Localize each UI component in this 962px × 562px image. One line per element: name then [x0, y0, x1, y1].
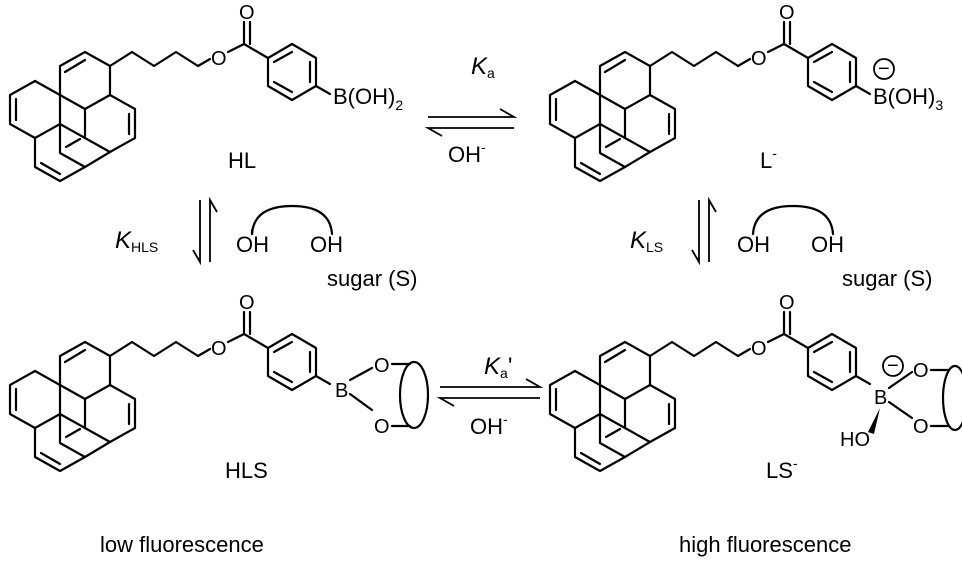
ester-oxygen: O — [211, 338, 227, 360]
ring-oxygen-top: O — [374, 355, 390, 377]
oh-label-bottom: OH- — [470, 411, 508, 439]
kls-label: KLS — [630, 227, 663, 255]
ring-oxygen-top: O — [913, 360, 929, 382]
sugar-oh-left: OH — [236, 232, 269, 257]
ester-oxygen: O — [751, 338, 767, 360]
hydroxyl-ho: HO — [840, 429, 870, 451]
molecule-hls: O O — [8, 292, 332, 473]
sugar-oh-right: OH — [310, 232, 343, 257]
sugar-ring-arc — [250, 204, 334, 236]
negative-charge-circle — [882, 355, 904, 377]
sugar-label-left: sugar (S) — [327, 266, 417, 291]
boronate-group: B(OH)3 — [873, 84, 943, 113]
wedge-bond — [868, 408, 880, 434]
carbonyl-oxygen: O — [239, 2, 255, 24]
boron-atom-hls: B — [335, 380, 348, 402]
caption-high-fluorescence: high fluorescence — [679, 532, 851, 557]
ka-prime-label: Ka' — [484, 353, 512, 381]
oh-label-top: OH- — [448, 139, 486, 167]
equilibrium-kls: KLS OH OH sugar (S) — [630, 196, 932, 291]
ester-oxygen: O — [751, 48, 767, 70]
ester-oxygen: O — [211, 48, 227, 70]
sugar-oh-right: OH — [811, 232, 844, 257]
caption-low-fluorescence: low fluorescence — [100, 532, 264, 557]
boron-atom-ls: B — [874, 387, 887, 409]
sugar-ring-arc — [751, 204, 835, 236]
molecule-ls: O O — [548, 292, 872, 473]
equilibrium-ka: Ka OH- — [424, 53, 518, 167]
ring-oxygen-bottom: O — [913, 416, 929, 438]
equilibrium-ka-prime: Ka' OH- — [436, 353, 544, 439]
carbonyl-oxygen: O — [239, 292, 255, 314]
sugar-ring-ellipse — [398, 360, 430, 430]
negative-charge-sign: − — [878, 58, 890, 80]
label-hls: HLS — [225, 458, 268, 483]
sugar-oh-left: OH — [737, 232, 770, 257]
sugar-ring-ellipse — [941, 364, 962, 432]
molecule-hl: O O — [8, 2, 332, 183]
carbonyl-oxygen: O — [779, 292, 795, 314]
ka-label: Ka — [471, 53, 495, 81]
label-hl: HL — [228, 148, 256, 173]
label-l: L- — [760, 145, 777, 173]
equilibrium-khls: KHLS OH OH sugar (S) — [115, 196, 417, 291]
negative-charge-circle — [873, 58, 895, 80]
boronic-acid-group: B(OH)2 — [333, 84, 403, 113]
sugar-label-right: sugar (S) — [842, 266, 932, 291]
molecule-l: O O — [548, 2, 872, 183]
khls-label: KHLS — [115, 227, 158, 255]
ring-oxygen-bottom: O — [374, 416, 390, 438]
label-ls: LS- — [766, 455, 798, 483]
negative-charge-sign: − — [887, 355, 899, 377]
carbonyl-oxygen: O — [779, 2, 795, 24]
